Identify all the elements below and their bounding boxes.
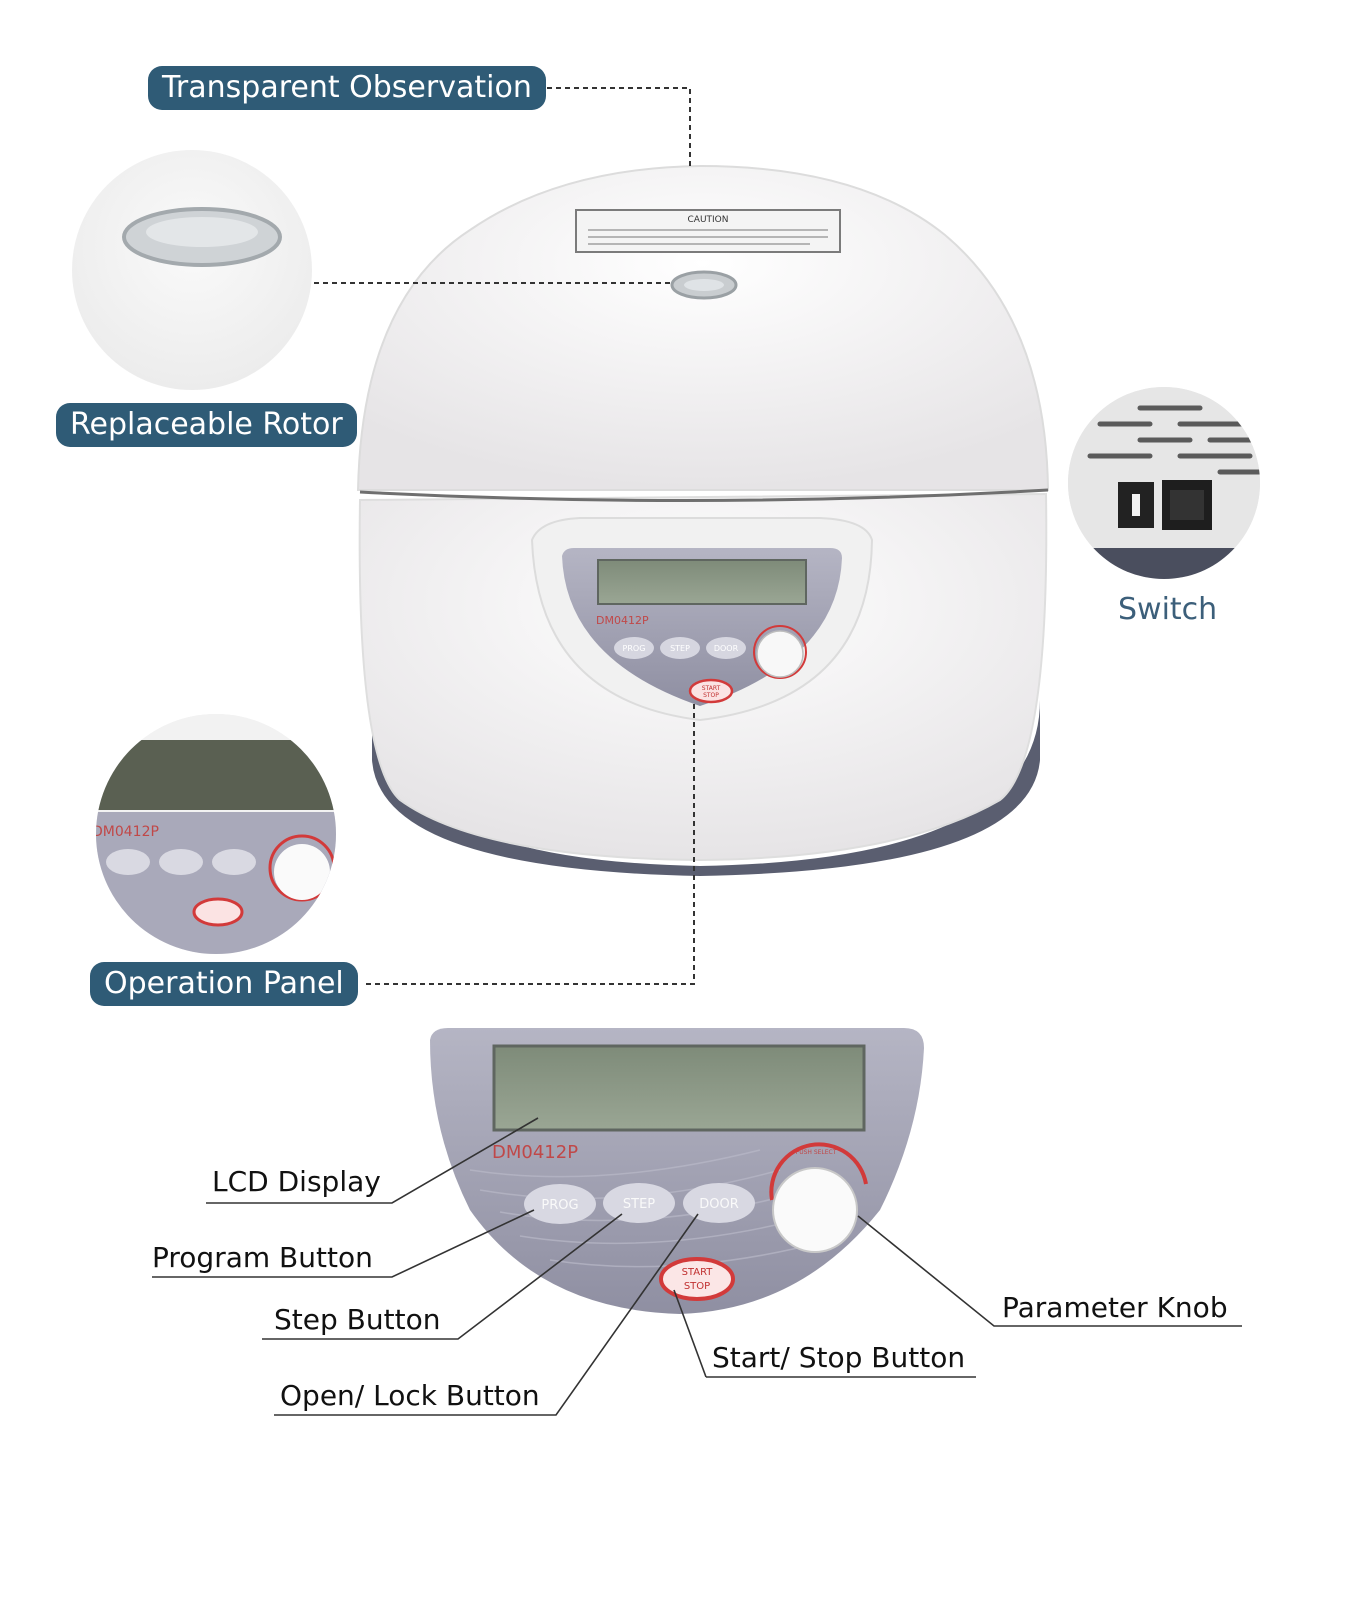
svg-text:DM0412P: DM0412P xyxy=(92,824,159,840)
panel-closeup: DM0412P PUSH SELECT PROG STEP DOOR START… xyxy=(430,1028,924,1314)
svg-text:STOP: STOP xyxy=(684,1281,710,1292)
svg-text:STEP: STEP xyxy=(670,644,690,653)
rotor-detail-circle xyxy=(72,150,312,390)
svg-text:START: START xyxy=(682,1267,714,1278)
svg-text:PROG: PROG xyxy=(541,1198,578,1213)
callout-lines xyxy=(152,1117,1242,1416)
label-program-button: Program Button xyxy=(152,1241,373,1274)
caution-sticker: CAUTION xyxy=(575,209,841,253)
label-start-stop-button: Start/ Stop Button xyxy=(712,1341,966,1374)
switch-label: Switch xyxy=(1118,592,1218,627)
label-parameter-knob: Parameter Knob xyxy=(1002,1291,1228,1324)
svg-text:STEP: STEP xyxy=(623,1197,655,1212)
tag-replaceable-rotor: Replaceable Rotor xyxy=(56,403,357,447)
panel-detail-circle: DM0412P xyxy=(92,714,336,954)
caution-text: CAUTION xyxy=(688,215,729,225)
svg-text:PROG: PROG xyxy=(623,644,646,653)
device-model-text: DM0412P xyxy=(596,614,649,627)
closeup-start-stop-button xyxy=(659,1257,735,1301)
closeup-prog-button xyxy=(524,1184,596,1224)
closeup-model-text: DM0412P xyxy=(492,1142,578,1163)
label-open-lock-button: Open/ Lock Button xyxy=(280,1379,540,1412)
closeup-lcd xyxy=(492,1044,866,1132)
closeup-door-button xyxy=(683,1183,755,1223)
dashed-leaders xyxy=(314,87,695,985)
closeup-parameter-knob xyxy=(772,1167,858,1253)
knob-caption: PUSH SELECT xyxy=(796,1149,837,1156)
device-lcd xyxy=(597,559,807,605)
closeup-step-button xyxy=(603,1183,675,1223)
svg-text:STOP: STOP xyxy=(703,692,719,699)
label-step-button: Step Button xyxy=(274,1303,441,1336)
svg-text:START: START xyxy=(702,685,721,692)
label-lcd-display: LCD Display xyxy=(212,1165,381,1198)
svg-text:DOOR: DOOR xyxy=(699,1197,739,1212)
device-operation-panel: DM0412P PROG STEP DOOR START STOP xyxy=(562,548,842,706)
tag-transparent-observation: Transparent Observation xyxy=(148,66,546,110)
tag-operation-panel: Operation Panel xyxy=(90,962,358,1006)
centrifuge-body: CAUTION DM0412P PROG STEP DOOR START STO… xyxy=(356,164,1050,876)
switch-detail-circle xyxy=(1068,387,1260,579)
svg-text:DOOR: DOOR xyxy=(714,644,739,653)
